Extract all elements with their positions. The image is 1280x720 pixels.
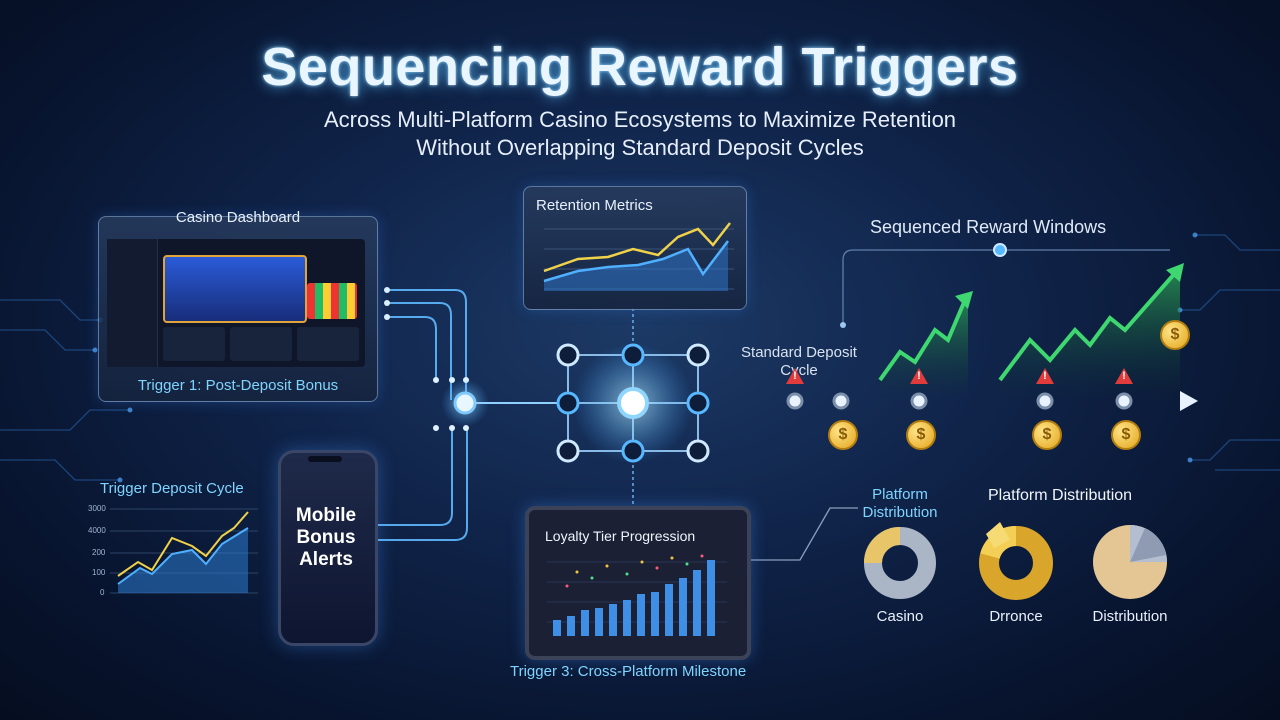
dashboard-table-3 [297, 327, 359, 361]
warning-mark: ! [793, 370, 797, 382]
donut-drronce [979, 522, 1053, 600]
dashboard-screen [107, 239, 365, 367]
central-node [617, 387, 649, 419]
page-title: Sequencing Reward Triggers [261, 37, 1019, 97]
circuit-dots [92, 232, 1198, 483]
deposit-y-tick-5: 0 [100, 588, 105, 597]
loyalty-title: Loyalty Tier Progression [545, 528, 696, 544]
dashboard-header: Casino Dashboard [175, 209, 301, 226]
warning-icon [786, 368, 804, 384]
gold-coin-icon: $ [1032, 420, 1062, 450]
deposit-y-tick-2: 4000 [88, 526, 106, 535]
circuit-traces [0, 234, 1280, 481]
dashboard-connectors [373, 289, 468, 541]
dashboard-sidebar [107, 239, 158, 367]
deposit-chart: 3000 4000 200 100 0 [88, 504, 258, 604]
dashboard-trigger-label: Trigger 1: Post-Deposit Bonus [137, 377, 339, 394]
mobile-text-line-1: Mobile [295, 505, 357, 526]
reward-window-2-line [998, 270, 1178, 382]
deposit-chart-plot [110, 508, 258, 594]
mobile-text-line-2: Bonus [296, 527, 356, 548]
distribution-header: Platform Distribution [988, 487, 1133, 504]
gold-coin-icon: $ [1160, 320, 1190, 350]
donut-label-drronce: Drronce [989, 608, 1043, 625]
donut-casino [864, 527, 936, 599]
casino-dashboard-panel: Casino Dashboard Trigger 1: Post-Deposit… [98, 209, 378, 402]
page-subtitle: Across Multi-Platform Casino Ecosystems … [0, 106, 1280, 162]
warning-icon [1115, 368, 1133, 384]
chip-stacks-image [307, 283, 357, 319]
loyalty-distribution-connector [740, 507, 858, 561]
warning-mark: ! [917, 370, 921, 382]
sequenced-windows-label: Sequenced Reward Windows [870, 217, 1107, 237]
deposit-y-tick-3: 200 [92, 548, 106, 557]
gold-coin-icon: $ [906, 420, 936, 450]
input-hub [453, 391, 477, 415]
deposit-chart-title: Trigger Deposit Cycle [100, 480, 244, 497]
retention-chart [543, 222, 734, 291]
distribution-callout-line-1: Platform [872, 486, 928, 503]
warning-icon [910, 368, 928, 384]
loyalty-trigger-label: Trigger 3: Cross-Platform Milestone [510, 663, 747, 680]
warning-mark: ! [1122, 370, 1126, 382]
windows-marker [993, 243, 1007, 257]
phone-notch [308, 456, 342, 462]
retention-title: Retention Metrics [536, 197, 653, 214]
dashboard-table-1 [163, 327, 225, 361]
donut-label-casino: Casino [876, 608, 924, 625]
mobile-phone [278, 450, 378, 646]
reward-window-2-arrowhead [1166, 263, 1184, 282]
network-nodes [556, 343, 710, 463]
warning-mark: ! [1043, 370, 1047, 382]
mobile-bonus-alerts: Mobile Bonus Alerts [286, 505, 366, 571]
dashboard-table-2 [230, 327, 292, 361]
distribution-callout-line-2: Distribution [862, 504, 938, 521]
loyalty-tablet: Loyalty Tier Progression [525, 506, 751, 660]
reward-window-2-area [1000, 268, 1180, 400]
timeline-nodes [786, 392, 1133, 410]
deposit-y-tick-4: 100 [92, 568, 106, 577]
subtitle-line-2: Without Overlapping Standard Deposit Cyc… [416, 135, 864, 160]
distribution-callout: Platform Distribution [850, 486, 950, 522]
timeline-arrow-head [1180, 391, 1198, 411]
reward-window-1-line [878, 299, 967, 382]
retention-metrics-panel: Retention Metrics [523, 186, 747, 310]
donut-label-distribution: Distribution [1092, 608, 1168, 625]
windows-bracket [842, 249, 1170, 325]
reward-window-1-arrowhead [955, 291, 973, 309]
warning-icon [1036, 368, 1054, 384]
donut-distribution [1093, 525, 1167, 599]
mobile-text-line-3: Alerts [299, 549, 353, 570]
standard-deposit-line-1: Standard Deposit [741, 344, 857, 361]
gold-coin-icon: $ [828, 420, 858, 450]
slot-machine-image [163, 255, 307, 323]
deposit-y-tick-1: 3000 [88, 504, 106, 513]
windows-bracket-dot [840, 322, 846, 328]
subtitle-line-1: Across Multi-Platform Casino Ecosystems … [323, 107, 957, 132]
loyalty-bar-chart [547, 554, 727, 636]
gold-coin-icon: $ [1111, 420, 1141, 450]
